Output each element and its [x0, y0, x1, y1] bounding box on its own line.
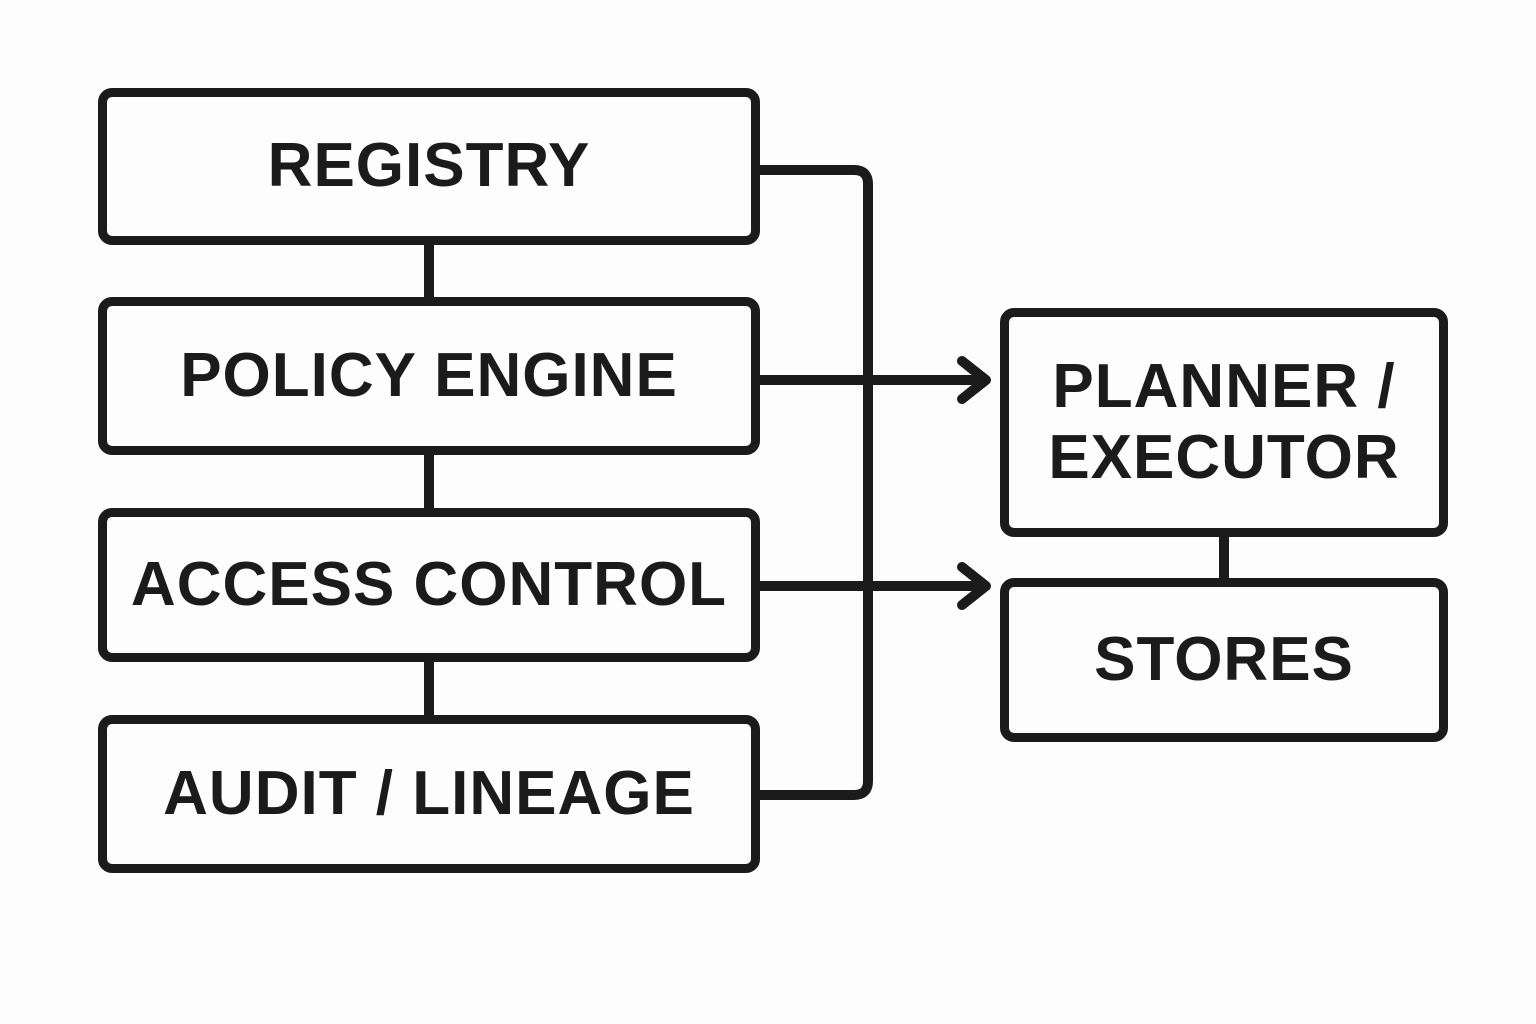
node-stores: STORES	[1000, 578, 1448, 742]
node-audit-lineage: AUDIT / LINEAGE	[98, 715, 760, 873]
connector-registry-audit-bus	[755, 165, 873, 800]
node-access-control-label: ACCESS CONTROL	[130, 549, 728, 619]
node-stores-label: STORES	[1094, 624, 1354, 694]
node-policy-engine: POLICY ENGINE	[98, 297, 760, 455]
node-audit-lineage-label: AUDIT / LINEAGE	[163, 758, 695, 828]
node-planner-executor-label: PLANNER / EXECUTOR	[1048, 352, 1400, 492]
arrowhead-icon	[957, 356, 991, 404]
node-registry: REGISTRY	[98, 88, 760, 245]
node-registry-label: REGISTRY	[267, 131, 591, 201]
arrowhead-icon	[957, 562, 991, 610]
node-access-control: ACCESS CONTROL	[98, 508, 760, 662]
node-planner-executor: PLANNER / EXECUTOR	[1000, 308, 1448, 537]
node-policy-engine-label: POLICY ENGINE	[180, 340, 678, 410]
